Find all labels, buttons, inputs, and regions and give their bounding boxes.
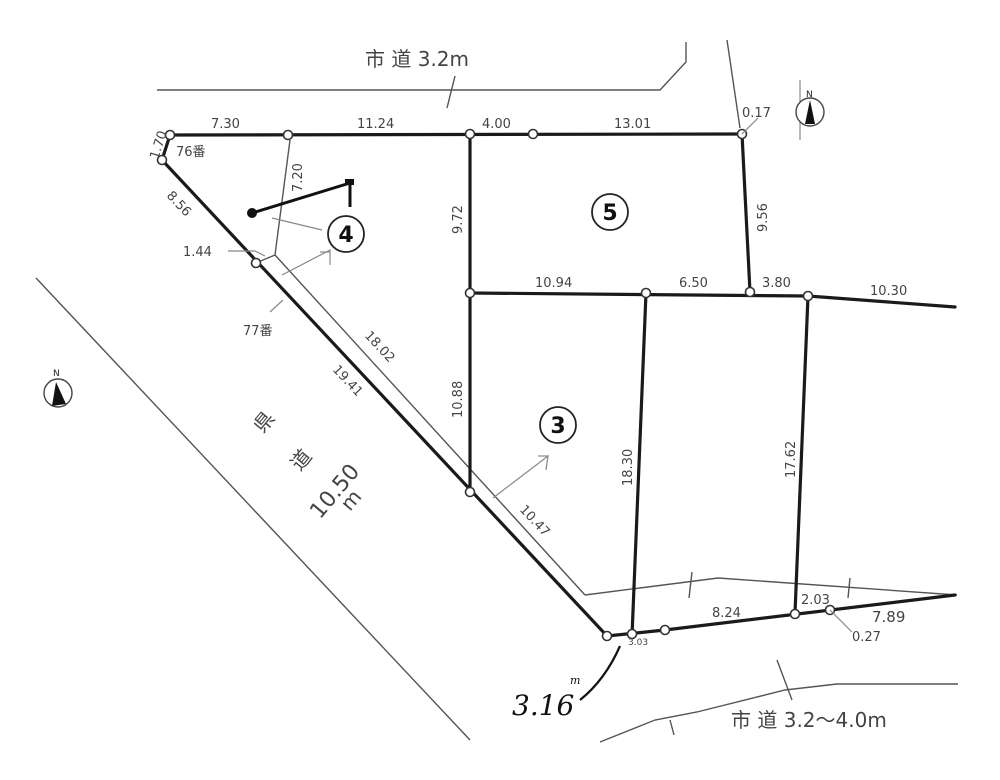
north-arrow-icon: N xyxy=(795,90,825,127)
svg-text:10.94: 10.94 xyxy=(535,276,572,291)
survey-points xyxy=(156,128,836,642)
leader-lines xyxy=(228,80,853,633)
svg-text:県: 県 xyxy=(248,406,279,437)
top-road-label: 市 道 3.2m xyxy=(365,47,469,71)
svg-text:3.03: 3.03 xyxy=(628,638,648,648)
prefectural-road-label: 県 道 10.50 m xyxy=(248,406,366,523)
svg-text:8.24: 8.24 xyxy=(712,606,741,621)
parcel-lines xyxy=(160,132,957,638)
svg-text:3.16: 3.16 xyxy=(512,689,574,722)
dimension-labels: 1.70 7.30 11.24 4.00 13.01 0.17 7.20 8.5… xyxy=(148,106,908,648)
svg-text:8.56: 8.56 xyxy=(163,188,194,219)
svg-text:10.47: 10.47 xyxy=(516,502,552,539)
north-arrow-icon-left: N xyxy=(43,369,73,408)
svg-text:N: N xyxy=(53,369,60,379)
svg-text:4: 4 xyxy=(338,223,353,248)
lot-3-label[interactable]: 3 xyxy=(539,406,577,444)
svg-text:13.01: 13.01 xyxy=(614,117,651,132)
parcel-number-76: 76番 xyxy=(176,145,206,160)
svg-text:道: 道 xyxy=(285,444,316,475)
svg-text:6.50: 6.50 xyxy=(679,276,708,291)
svg-text:17.62: 17.62 xyxy=(784,441,799,478)
lot-5-label[interactable]: 5 xyxy=(591,193,629,231)
svg-text:3: 3 xyxy=(550,414,565,439)
svg-text:9.56: 9.56 xyxy=(756,203,771,232)
svg-text:N: N xyxy=(806,90,813,100)
svg-text:7.89: 7.89 xyxy=(872,608,905,626)
svg-text:18.30: 18.30 xyxy=(621,449,636,486)
handwritten-annotation: 3.16 m xyxy=(512,645,622,722)
svg-text:2.03: 2.03 xyxy=(801,593,830,608)
svg-text:5: 5 xyxy=(602,201,617,226)
svg-text:9.72: 9.72 xyxy=(451,205,466,234)
lot-4-marker xyxy=(247,179,354,218)
svg-text:10.88: 10.88 xyxy=(451,381,466,418)
svg-text:10.30: 10.30 xyxy=(870,284,907,299)
svg-text:m: m xyxy=(570,674,580,687)
lot-4-label[interactable]: 4 xyxy=(327,215,365,253)
svg-text:0.27: 0.27 xyxy=(852,630,881,645)
svg-text:11.24: 11.24 xyxy=(357,117,394,132)
road-lines xyxy=(35,39,958,743)
svg-text:7.30: 7.30 xyxy=(211,117,240,132)
parcel-number-77: 77番 xyxy=(243,324,273,339)
svg-text:19.41: 19.41 xyxy=(329,362,365,399)
svg-text:7.20: 7.20 xyxy=(291,163,306,192)
svg-text:10.50: 10.50 xyxy=(305,460,365,524)
bottom-road-label: 市 道 3.2〜4.0m xyxy=(731,708,887,732)
svg-text:1.44: 1.44 xyxy=(183,245,212,260)
svg-text:4.00: 4.00 xyxy=(482,117,511,132)
svg-text:0.17: 0.17 xyxy=(742,106,771,121)
svg-text:18.02: 18.02 xyxy=(361,328,397,365)
svg-text:3.80: 3.80 xyxy=(762,276,791,291)
